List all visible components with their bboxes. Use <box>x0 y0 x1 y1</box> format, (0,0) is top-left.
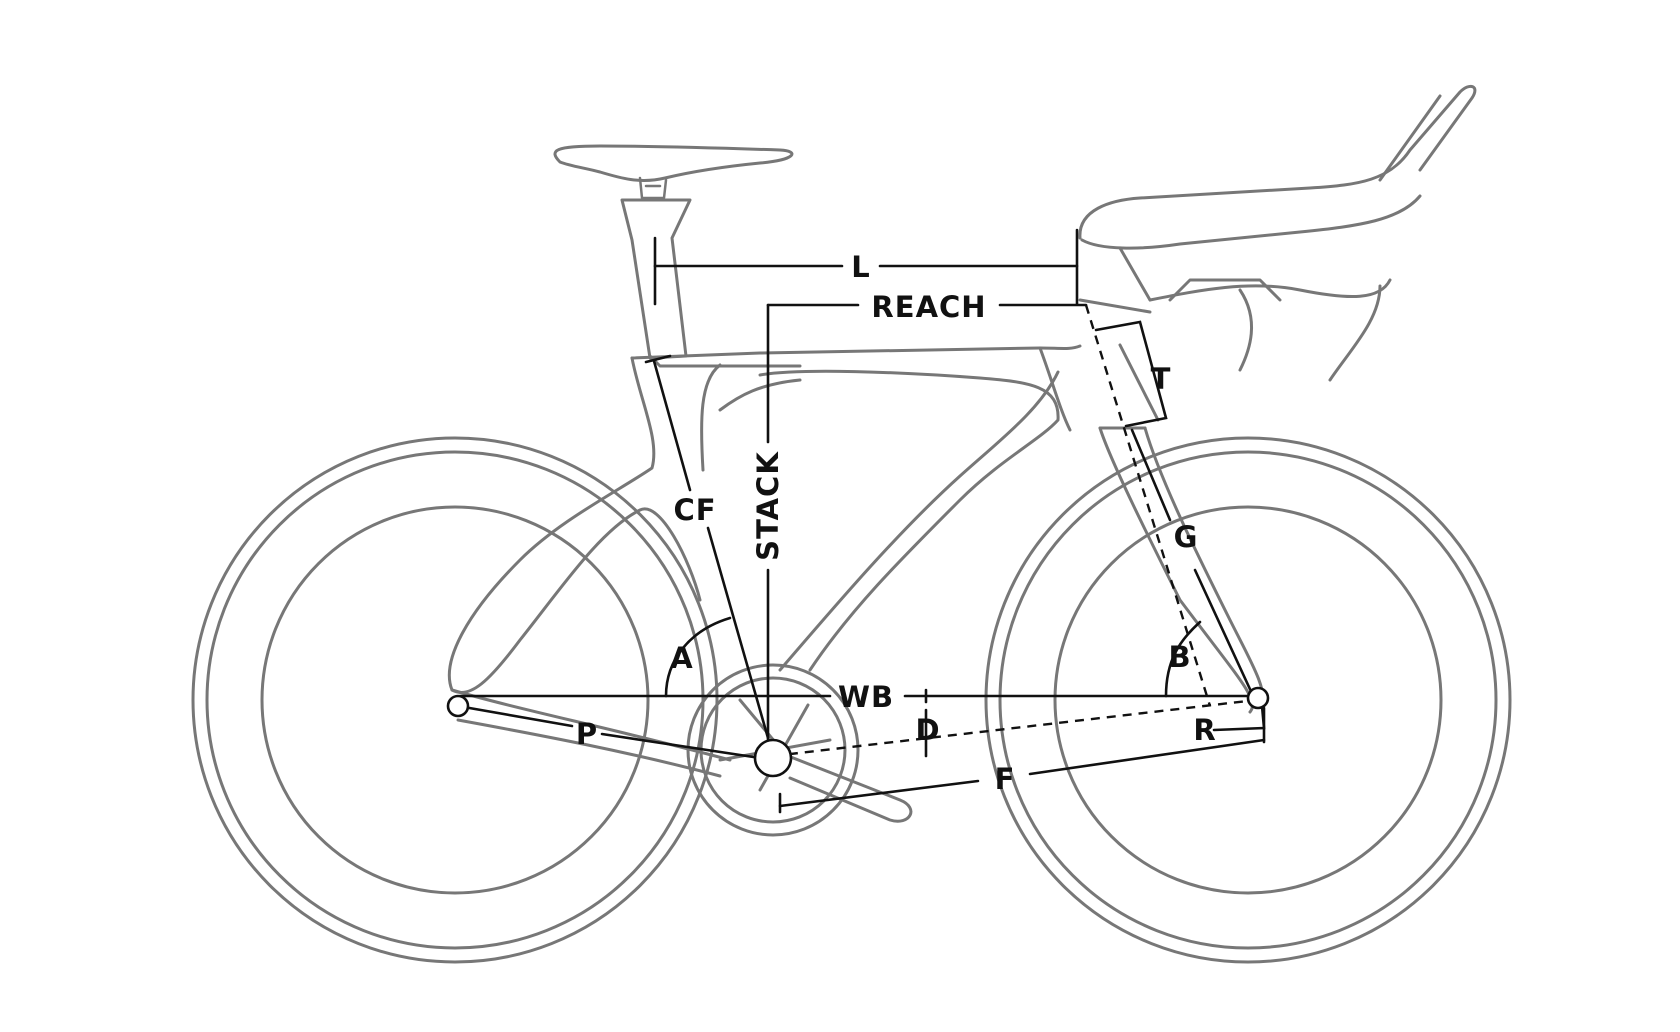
front-wheel <box>984 436 1512 964</box>
label-reach: REACH <box>871 290 986 324</box>
cf-line-bottom <box>706 526 772 747</box>
f-line-right <box>1028 738 1266 776</box>
label-p: P <box>576 717 598 751</box>
label-a: A <box>670 641 693 675</box>
cf-tick <box>644 354 672 364</box>
g-line-bottom <box>1193 568 1257 702</box>
dimension-lines <box>446 228 1270 814</box>
label-l: L <box>851 250 870 284</box>
d-dashed-line <box>772 698 1257 758</box>
label-b: B <box>1168 640 1191 674</box>
rear-axle-dot <box>446 694 470 718</box>
t-bracket <box>1094 320 1168 428</box>
label-t: T <box>1151 362 1172 396</box>
r-bracket <box>1212 704 1266 732</box>
label-d: D <box>915 713 940 747</box>
b-arc <box>1164 620 1202 698</box>
p-line-left <box>456 704 574 728</box>
label-wb: WB <box>838 680 894 714</box>
p-line-right <box>600 732 762 760</box>
f-line-left <box>778 779 980 808</box>
cf-line-top <box>652 359 692 492</box>
label-g: G <box>1174 520 1199 554</box>
a-arc <box>664 616 732 698</box>
steering-axis <box>1084 304 1212 707</box>
label-stack: STACK <box>751 451 785 561</box>
g-line-top <box>1130 428 1172 522</box>
label-r: R <box>1193 713 1216 747</box>
label-f: F <box>995 762 1016 796</box>
saddle <box>553 144 794 200</box>
handlebar-cockpit <box>1078 84 1477 382</box>
front-axle-dot <box>1246 686 1270 710</box>
label-cf: CF <box>673 493 716 527</box>
dimension-labels: L REACH STACK T CF G A B WB D P R F <box>576 250 1216 796</box>
bottom-bracket-dot <box>753 738 793 778</box>
